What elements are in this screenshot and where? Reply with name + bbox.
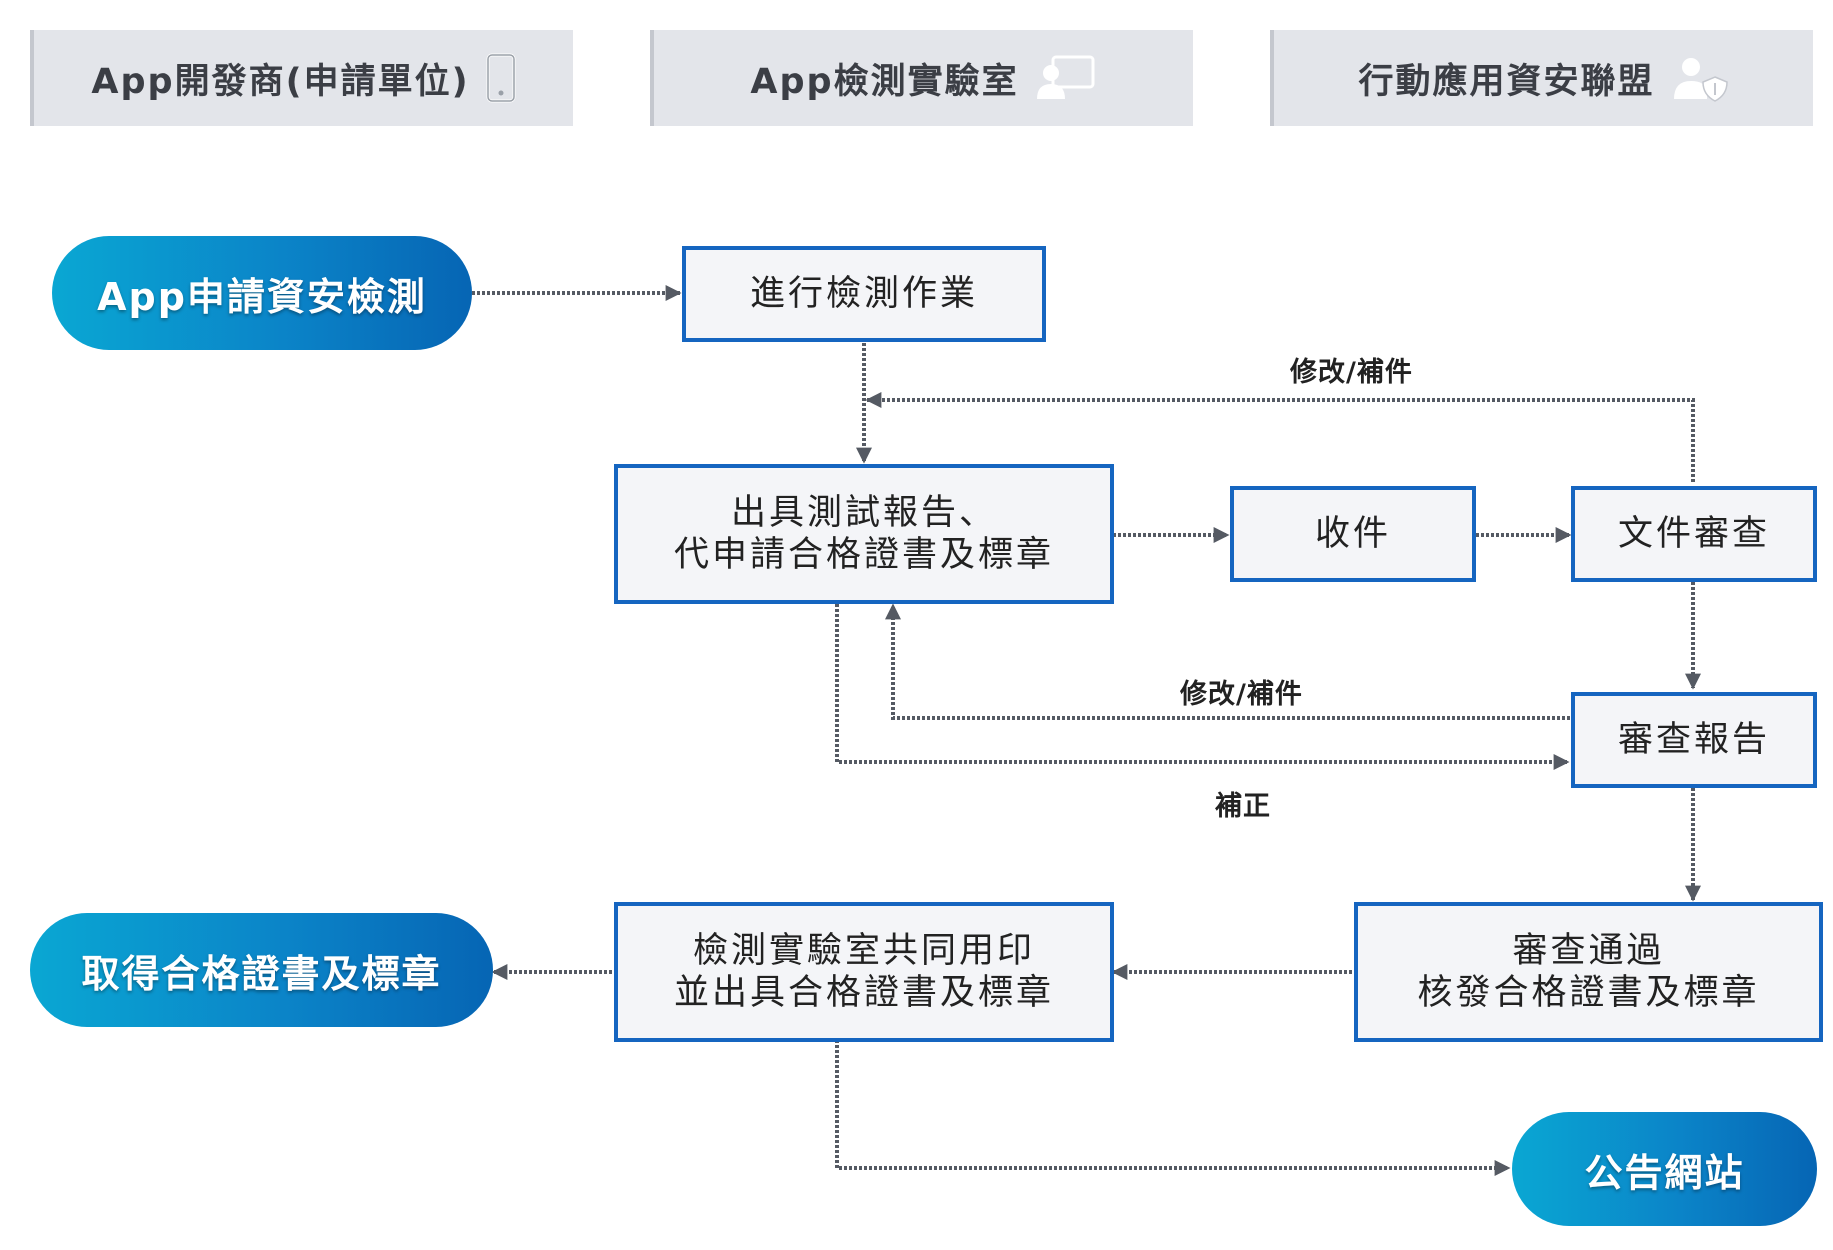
box-review-report: 審查報告 <box>1571 692 1817 788</box>
header-alliance-label: 行動應用資安聯盟 <box>1358 61 1655 102</box>
box-receive-label: 收件 <box>1314 514 1391 554</box>
box-issue-report-line1: 出具測試報告、 <box>730 493 997 533</box>
box-seal-issue-line1: 檢測實驗室共同用印 <box>692 931 1035 971</box>
header-lab-label: App檢測實驗室 <box>750 61 1019 102</box>
box-review-pass: 審查通過 核發合格證書及標章 <box>1354 902 1823 1042</box>
pill-publish-label: 公告網站 <box>1584 1150 1745 1195</box>
header-alliance: 行動應用資安聯盟 <box>1270 30 1813 126</box>
pill-obtain: 取得合格證書及標章 <box>30 913 493 1027</box>
header-lab: App檢測實驗室 <box>650 30 1193 126</box>
box-review-pass-line1: 審查通過 <box>1512 931 1665 971</box>
box-review-report-label: 審查報告 <box>1617 720 1770 760</box>
arrow-seal-to-publish <box>835 1040 1511 1176</box>
box-testing: 進行檢測作業 <box>682 246 1046 342</box>
user-shield-icon <box>1671 53 1729 103</box>
box-doc-review-label: 文件審查 <box>1617 514 1770 554</box>
edge-label-revise-top: 修改/補件 <box>1290 357 1413 388</box>
arrow-reviewreport-revise <box>885 603 1570 720</box>
box-issue-report: 出具測試報告、 代申請合格證書及標章 <box>614 464 1114 604</box>
edge-label-revise-mid: 修改/補件 <box>1180 679 1303 710</box>
arrow-docreview-revise <box>865 392 1695 482</box>
header-developer: App開發商(申請單位) <box>30 30 573 126</box>
pill-apply: App申請資安檢測 <box>52 236 472 350</box>
pill-obtain-label: 取得合格證書及標章 <box>81 951 442 996</box>
box-seal-issue-line2: 並出具合格證書及標章 <box>673 973 1054 1013</box>
edge-label-correction: 補正 <box>1215 791 1271 822</box>
box-issue-report-line2: 代申請合格證書及標章 <box>673 535 1054 575</box>
pill-publish: 公告網站 <box>1512 1112 1817 1226</box>
box-receive: 收件 <box>1230 486 1476 582</box>
box-doc-review: 文件審查 <box>1571 486 1817 582</box>
arrow-report-correction <box>835 604 1570 770</box>
user-screen-icon <box>1035 53 1097 103</box>
box-testing-label: 進行檢測作業 <box>749 274 978 314</box>
box-review-pass-line2: 核發合格證書及標章 <box>1417 973 1760 1013</box>
phone-icon <box>486 53 516 103</box>
box-seal-issue: 檢測實驗室共同用印 並出具合格證書及標章 <box>614 902 1114 1042</box>
pill-apply-label: App申請資安檢測 <box>97 274 427 319</box>
header-developer-label: App開發商(申請單位) <box>91 61 470 102</box>
